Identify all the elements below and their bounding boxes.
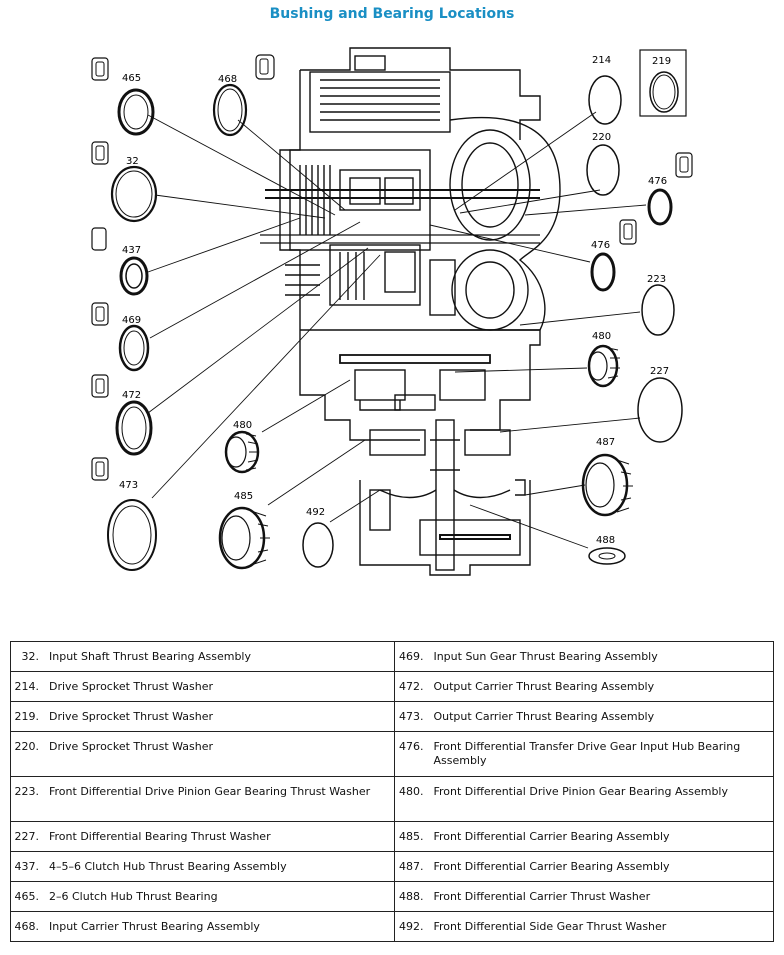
legend-cell-right: 473. Output Carrier Thrust Bearing Assemb… <box>394 701 774 732</box>
part-number: 485. <box>398 830 424 843</box>
callout-219: 219 <box>652 56 671 67</box>
part-description: Drive Sprocket Thrust Washer <box>49 710 214 723</box>
legend-cell-left: 227. Front Differential Bearing Thrust Wa… <box>9 821 396 852</box>
legend-cell-right: 469. Input Sun Gear Thrust Bearing Assemb… <box>394 641 774 672</box>
part-description: Drive Sprocket Thrust Washer <box>49 680 214 693</box>
legend-cell-left: 437. 4–5–6 Clutch Hub Thrust Bearing Asse… <box>9 851 396 882</box>
part-description: Output Carrier Thrust Bearing Assembly <box>433 680 655 693</box>
legend-cell-left: 214. Drive Sprocket Thrust Washer <box>9 671 396 702</box>
part-description: Front Differential Bearing Thrust Washer <box>49 830 271 843</box>
part-number: 492. <box>398 920 424 933</box>
part-number: 220. <box>14 740 40 753</box>
legend-cell-right: 472. Output Carrier Thrust Bearing Assemb… <box>394 671 774 702</box>
part-number: 480. <box>398 785 424 798</box>
callout-220: 220 <box>592 132 611 143</box>
legend-cell-left: 468. Input Carrier Thrust Bearing Assembl… <box>9 911 396 942</box>
part-number: 227. <box>14 830 40 843</box>
legend-cell-left: 219. Drive Sprocket Thrust Washer <box>9 701 396 732</box>
part-number: 473. <box>398 710 424 723</box>
callout-469: 469 <box>122 315 141 326</box>
part-number: 487. <box>398 860 424 873</box>
part-description: Front Differential Drive Pinion Gear Bea… <box>49 785 371 798</box>
part-description: Input Carrier Thrust Bearing Assembly <box>49 920 260 933</box>
legend-row: 214. Drive Sprocket Thrust Washer 472. Outp… <box>9 671 774 702</box>
part-description: Output Carrier Thrust Bearing Assembly <box>433 710 655 723</box>
callout-437: 437 <box>122 245 141 256</box>
callout-465: 465 <box>122 73 141 84</box>
legend-cell-left: 223. Front Differential Drive Pinion Gear… <box>9 776 396 822</box>
callout-labels: 465 468 32 437 469 472 473 480 485 492 2… <box>119 55 671 546</box>
legend-cell-left: 32. Input Shaft Thrust Bearing Assembly <box>9 641 396 672</box>
legend-row: 468. Input Carrier Thrust Bearing Assembl… <box>9 911 774 942</box>
callout-488: 488 <box>596 535 615 546</box>
callout-472: 472 <box>122 390 141 401</box>
part-description: Front Differential Carrier Bearing Assem… <box>433 830 670 843</box>
callout-473: 473 <box>119 480 138 491</box>
part-description: 4–5–6 Clutch Hub Thrust Bearing Assembly <box>49 860 287 873</box>
legend-row: 219. Drive Sprocket Thrust Washer 473. Outp… <box>9 701 774 732</box>
callout-32: 32 <box>126 156 139 167</box>
part-description: Front Differential Carrier Thrust Washer <box>433 890 651 903</box>
legend-cell-right: 487. Front Differential Carrier Bearing A… <box>394 851 774 882</box>
legend-cell-left: 465. 2–6 Clutch Hub Thrust Bearing <box>9 881 396 912</box>
callout-476-upper: 476 <box>648 176 667 187</box>
legend-body: 32. Input Shaft Thrust Bearing Assembly 46… <box>9 641 774 942</box>
part-number: 465. <box>14 890 40 903</box>
parts-legend-table: 32. Input Shaft Thrust Bearing Assembly 46… <box>9 641 774 942</box>
part-number: 476. <box>398 740 424 753</box>
part-number: 469. <box>398 650 424 663</box>
callout-476-lower: 476 <box>591 240 610 251</box>
legend-row: 32. Input Shaft Thrust Bearing Assembly 46… <box>9 641 774 672</box>
callout-492: 492 <box>306 507 325 518</box>
legend-cell-right: 485. Front Differential Carrier Bearing A… <box>394 821 774 852</box>
part-description: Input Shaft Thrust Bearing Assembly <box>49 650 251 663</box>
callout-214: 214 <box>592 55 611 66</box>
part-number: 219. <box>14 710 40 723</box>
legend-cell-right: 480. Front Differential Drive Pinion Gear… <box>394 776 774 822</box>
part-number: 214. <box>14 680 40 693</box>
page-title: Bushing and Bearing Locations <box>269 6 515 22</box>
part-description: Front Differential Transfer Drive Gear I… <box>433 740 741 767</box>
part-number: 468. <box>14 920 40 933</box>
transmission-exploded-diagram: 465 468 32 437 469 472 473 480 485 492 2… <box>91 47 693 576</box>
part-description: Front Differential Side Gear Thrust Wash… <box>433 920 667 933</box>
part-number: 488. <box>398 890 424 903</box>
legend-cell-right: 476. Front Differential Transfer Drive Ge… <box>394 731 774 777</box>
legend-cell-left: 220. Drive Sprocket Thrust Washer <box>9 731 396 777</box>
leader-lines <box>147 111 647 549</box>
callout-480-left: 480 <box>233 420 252 431</box>
legend-row: 223. Front Differential Drive Pinion Gear… <box>9 776 774 822</box>
legend-cell-right: 492. Front Differential Side Gear Thrust … <box>394 911 774 942</box>
legend-row: 465. 2–6 Clutch Hub Thrust Bearing 488. Fro… <box>9 881 774 912</box>
left-parts <box>91 54 334 571</box>
legend-cell-right: 488. Front Differential Carrier Thrust Wa… <box>394 881 774 912</box>
part-number: 223. <box>14 785 40 798</box>
callout-487: 487 <box>596 437 615 448</box>
part-number: 472. <box>398 680 424 693</box>
transmission-case-drawing <box>260 47 561 576</box>
legend-row: 437. 4–5–6 Clutch Hub Thrust Bearing Asse… <box>9 851 774 882</box>
legend-row: 220. Drive Sprocket Thrust Washer 476. Fron… <box>9 731 774 777</box>
callout-480-right: 480 <box>592 331 611 342</box>
legend-row: 227. Front Differential Bearing Thrust Wa… <box>9 821 774 852</box>
part-description: Front Differential Drive Pinion Gear Bea… <box>433 785 728 798</box>
part-description: Input Sun Gear Thrust Bearing Assembly <box>433 650 658 663</box>
part-description: Front Differential Carrier Bearing Assem… <box>433 860 670 873</box>
callout-468: 468 <box>218 74 237 85</box>
callout-485: 485 <box>234 491 253 502</box>
callout-227: 227 <box>650 366 669 377</box>
part-description: Drive Sprocket Thrust Washer <box>49 740 214 753</box>
part-description: 2–6 Clutch Hub Thrust Bearing <box>49 890 218 903</box>
right-parts <box>581 49 693 565</box>
callout-223: 223 <box>647 274 666 285</box>
part-number: 32. <box>21 650 40 663</box>
part-number: 437. <box>14 860 40 873</box>
